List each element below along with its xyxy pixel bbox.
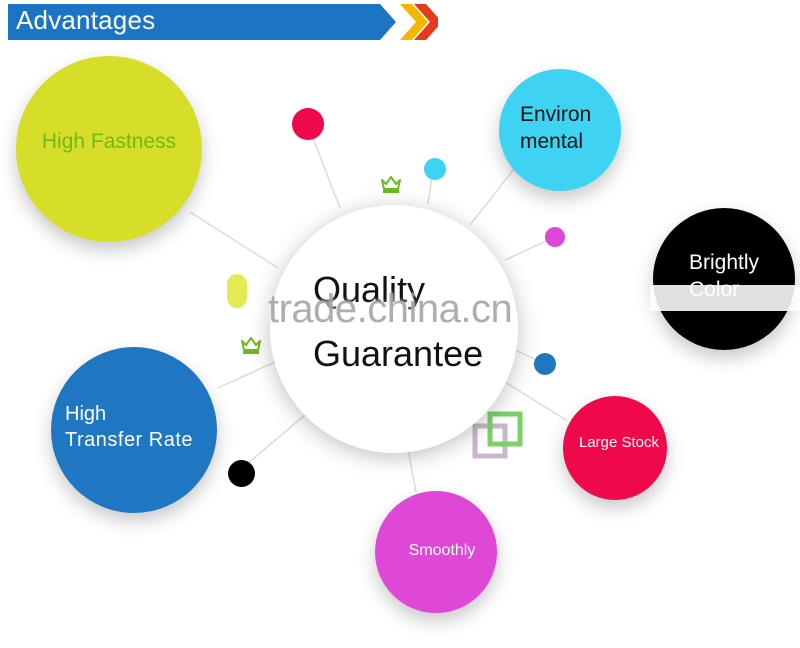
- crown-icon: [381, 176, 401, 193]
- center-label-line2: Guarantee: [313, 333, 484, 374]
- large-stock-circle: Large Stock: [563, 396, 667, 500]
- smoothly-label: Smoothly: [408, 542, 476, 559]
- high-transfer-rate-circle: High Transfer Rate: [51, 347, 217, 513]
- brightly-color-label-line1: Brightly: [689, 251, 760, 274]
- center-label-line1: Quality: [313, 269, 426, 310]
- high-transfer-rate-label-line1: High: [65, 403, 107, 425]
- red-dot: [292, 108, 324, 140]
- watermark-text: trade.china.cn: [268, 287, 513, 331]
- high-fastness-label: High Fastness: [41, 130, 177, 153]
- cyan-dot: [424, 158, 446, 180]
- banner-arrow-shape: [8, 4, 438, 40]
- environmental-circle: Environ mental: [499, 69, 621, 191]
- quality-guarantee-center-circle: Quality Guarantee: [270, 205, 518, 453]
- overlapping-squares-icon: [472, 411, 523, 459]
- yellow-pill: [227, 274, 247, 308]
- watermark-strip: [650, 285, 800, 311]
- high-transfer-rate-label-line2: Transfer Rate: [65, 429, 194, 451]
- brightly-color-circle: Brightly Color: [653, 208, 795, 350]
- blue-dot: [534, 353, 556, 375]
- magenta-dot: [545, 227, 565, 247]
- environmental-label-line2: mental: [520, 130, 584, 153]
- watermark-band: trade.china.cn: [0, 285, 800, 331]
- page-title: Advantages: [16, 5, 156, 35]
- crown-icon: [241, 337, 261, 354]
- high-fastness-circle: High Fastness: [16, 56, 202, 242]
- environmental-label-line1: Environ: [520, 103, 592, 126]
- black-dot: [228, 460, 255, 487]
- large-stock-label: Large Stock: [578, 434, 660, 451]
- smoothly-circle: Smoothly: [375, 491, 497, 613]
